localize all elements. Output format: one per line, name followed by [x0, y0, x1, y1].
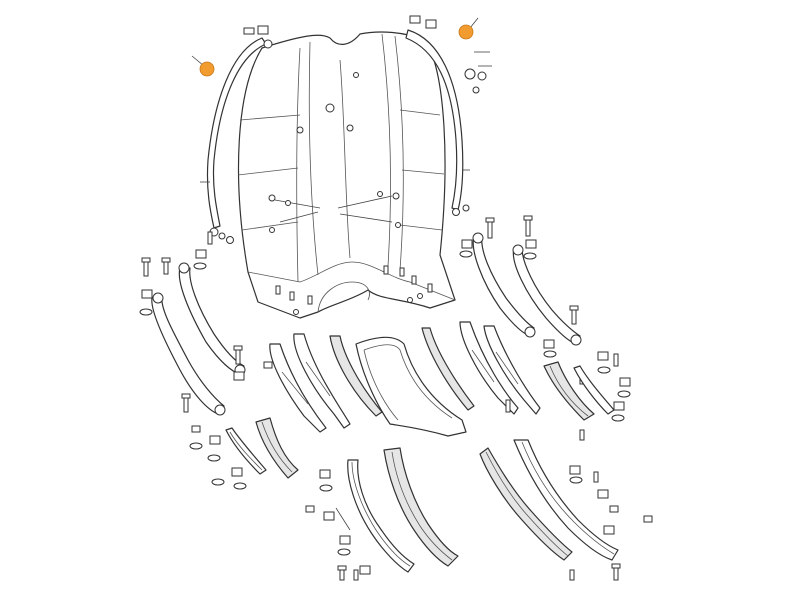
center-strip-5	[459, 321, 519, 415]
center-strip-6	[483, 325, 541, 415]
bottom-hardware	[305, 465, 653, 581]
right-edge-trim	[405, 15, 492, 216]
left-edge-trim-marker	[199, 61, 215, 77]
right-outer-rail	[512, 244, 582, 346]
left-hardware	[139, 231, 273, 490]
left-edge-trim	[200, 25, 273, 244]
bottom-left-rail-a	[347, 459, 415, 573]
left-inner-rail	[178, 262, 246, 376]
bottom-right-rail-b	[513, 439, 619, 561]
panel-hardware	[268, 191, 400, 223]
floor-panel	[237, 31, 456, 319]
left-channel	[255, 417, 299, 479]
left-small-channel	[225, 427, 267, 475]
right-hardware	[459, 215, 631, 441]
center-tray	[355, 336, 467, 437]
right-edge-trim-callout	[458, 17, 479, 40]
bottom-right-rail-a	[479, 447, 573, 561]
left-edge-trim-callout	[191, 55, 215, 77]
right-channel	[543, 361, 595, 421]
center-strip-4	[421, 327, 475, 411]
right-small-channel	[573, 365, 615, 415]
center-strip-1	[269, 343, 327, 433]
left-outer-rail	[151, 292, 226, 416]
plate-hardware	[275, 265, 433, 315]
right-inner-rail	[472, 232, 536, 338]
bottom-left-rail-b	[383, 447, 459, 567]
right-edge-trim-marker	[458, 24, 474, 40]
center-strip-2	[293, 333, 351, 429]
